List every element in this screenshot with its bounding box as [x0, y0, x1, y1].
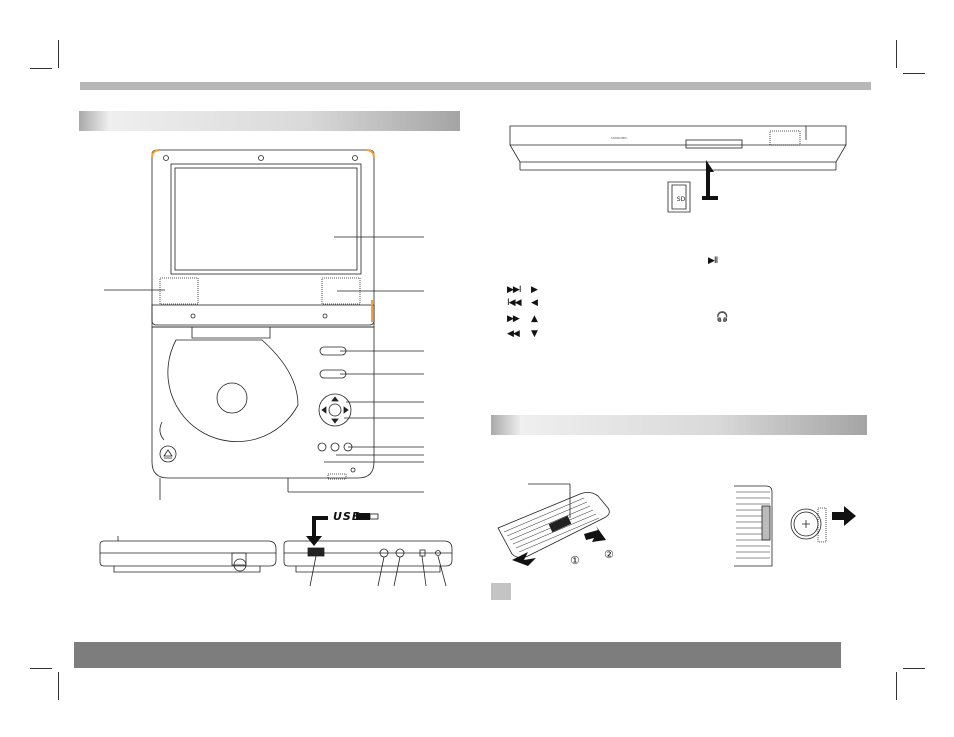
front-view — [509, 125, 847, 163]
left-speaker — [159, 277, 199, 305]
usb-port — [307, 547, 325, 557]
tray-out-arrow — [584, 526, 606, 542]
lcd-screen — [174, 167, 358, 271]
disc-spindle — [216, 382, 248, 414]
brand-text: SONSOMIC — [611, 136, 628, 140]
side-view-left — [99, 540, 277, 567]
left-icon: ◀ — [531, 298, 538, 308]
step-one-marker: ① — [570, 554, 580, 567]
crop-mark — [30, 668, 52, 669]
battery-insert-arrow — [832, 506, 856, 526]
step-two-marker: ② — [604, 548, 614, 561]
right-icon: ▶ — [531, 285, 538, 295]
crop-mark — [896, 40, 897, 68]
battery-holder — [734, 485, 773, 567]
up-icon: ▲ — [531, 314, 538, 324]
coin-battery — [790, 508, 822, 540]
usb-logo: USB — [333, 510, 362, 523]
header-bar — [80, 82, 871, 90]
crop-mark — [903, 73, 925, 74]
sd-slot — [685, 139, 743, 149]
rewind-icon: ◀◀ — [507, 329, 520, 339]
crop-mark — [58, 672, 59, 700]
crop-mark — [903, 668, 925, 669]
footer-bar — [74, 642, 841, 668]
player-base — [151, 326, 375, 479]
headphone-icon: 🎧 — [716, 312, 728, 323]
play-pause-icon: ▶II — [708, 256, 718, 266]
crop-mark — [58, 40, 59, 68]
crop-mark — [896, 672, 897, 700]
section-header-right — [491, 415, 867, 435]
section-header-left — [79, 111, 460, 131]
disc-door — [167, 339, 299, 443]
previous-icon: I◀◀ — [507, 298, 521, 308]
sd-card — [667, 181, 691, 213]
function-button-2 — [330, 442, 340, 452]
enter-button — [328, 403, 342, 417]
note-box — [491, 583, 511, 600]
nav-pad — [318, 393, 352, 427]
screen-lid — [151, 149, 375, 326]
crop-mark — [30, 68, 52, 69]
function-button-1 — [317, 442, 327, 452]
fast-forward-icon: ▶▶ — [507, 314, 520, 324]
down-icon: ▼ — [531, 329, 538, 339]
next-icon: ▶▶I — [507, 285, 521, 295]
side-view-right — [283, 540, 453, 567]
eject-button — [159, 445, 177, 463]
sd-card-label: SD — [676, 196, 686, 203]
